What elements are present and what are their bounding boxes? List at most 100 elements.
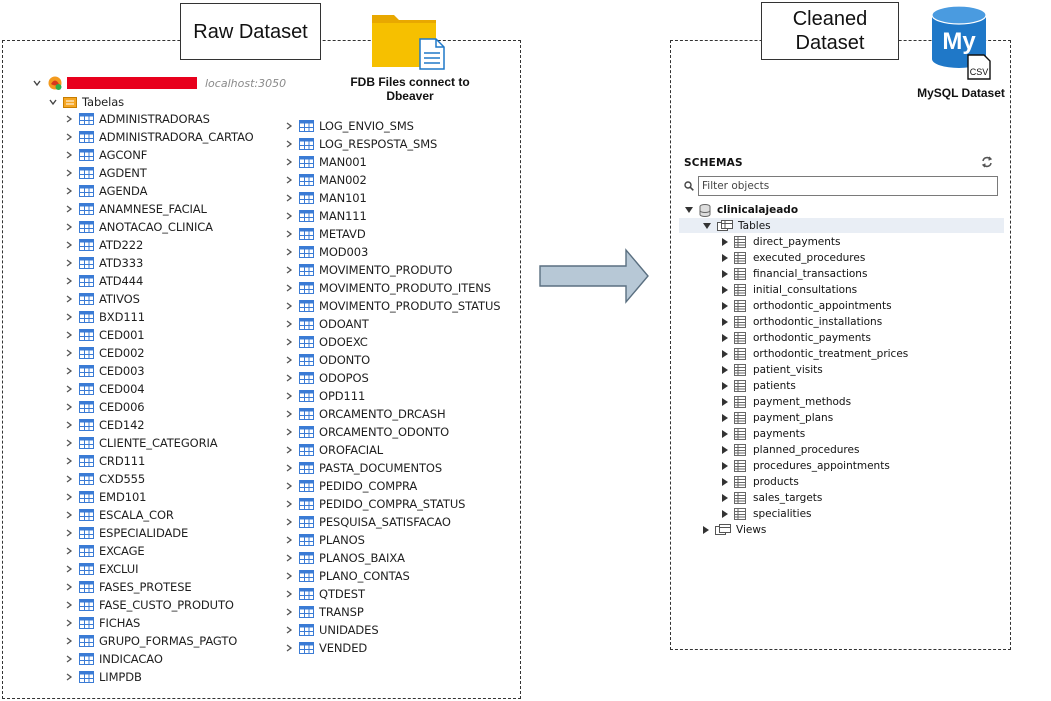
table-row[interactable]: FASE_CUSTO_PRODUTO (65, 596, 234, 614)
table-row[interactable]: CRD111 (65, 452, 145, 470)
table-row[interactable]: PASTA_DOCUMENTOS (285, 459, 442, 477)
table-row[interactable]: specialities (722, 506, 812, 522)
chevron-right-icon[interactable] (65, 655, 73, 663)
table-row[interactable]: OROFACIAL (285, 441, 383, 459)
expand-triangle-icon[interactable] (722, 510, 728, 518)
table-row[interactable]: PLANOS_BAIXA (285, 549, 405, 567)
chevron-down-icon[interactable] (49, 98, 57, 106)
chevron-right-icon[interactable] (285, 500, 293, 508)
chevron-right-icon[interactable] (285, 176, 293, 184)
table-row[interactable]: financial_transactions (722, 266, 867, 282)
chevron-right-icon[interactable] (285, 446, 293, 454)
chevron-down-icon[interactable] (33, 79, 41, 87)
table-row[interactable]: INDICACAO (65, 650, 163, 668)
chevron-right-icon[interactable] (285, 626, 293, 634)
table-row[interactable]: PEDIDO_COMPRA_STATUS (285, 495, 465, 513)
expand-triangle-icon[interactable] (722, 430, 728, 438)
table-row[interactable]: PESQUISA_SATISFACAO (285, 513, 451, 531)
table-row[interactable]: orthodontic_treatment_prices (722, 346, 908, 362)
table-row[interactable]: MOD003 (285, 243, 368, 261)
chevron-right-icon[interactable] (65, 565, 73, 573)
chevron-right-icon[interactable] (285, 554, 293, 562)
chevron-right-icon[interactable] (65, 367, 73, 375)
chevron-right-icon[interactable] (65, 295, 73, 303)
chevron-right-icon[interactable] (65, 637, 73, 645)
expand-triangle-icon[interactable] (722, 238, 728, 246)
table-row[interactable]: PLANO_CONTAS (285, 567, 410, 585)
expand-triangle-icon[interactable] (722, 446, 728, 454)
chevron-right-icon[interactable] (285, 356, 293, 364)
expand-triangle-icon[interactable] (722, 398, 728, 406)
table-row[interactable]: ESPECIALIDADE (65, 524, 188, 542)
table-row[interactable]: initial_consultations (722, 282, 857, 298)
chevron-right-icon[interactable] (65, 511, 73, 519)
chevron-right-icon[interactable] (285, 338, 293, 346)
chevron-right-icon[interactable] (65, 475, 73, 483)
chevron-right-icon[interactable] (285, 230, 293, 238)
chevron-right-icon[interactable] (285, 122, 293, 130)
chevron-right-icon[interactable] (65, 349, 73, 357)
table-row[interactable]: CED006 (65, 398, 145, 416)
table-row[interactable]: ATIVOS (65, 290, 140, 308)
table-row[interactable]: MOVIMENTO_PRODUTO_STATUS (285, 297, 501, 315)
expand-triangle-icon[interactable] (722, 334, 728, 342)
table-row[interactable]: payments (722, 426, 805, 442)
table-row[interactable]: QTDEST (285, 585, 365, 603)
expand-triangle-icon[interactable] (722, 414, 728, 422)
table-row[interactable]: LOG_ENVIO_SMS (285, 117, 414, 135)
table-row[interactable]: orthodontic_payments (722, 330, 871, 346)
chevron-right-icon[interactable] (65, 385, 73, 393)
table-row[interactable]: AGENDA (65, 182, 147, 200)
expand-triangle-icon[interactable] (722, 382, 728, 390)
table-row[interactable]: ODOEXC (285, 333, 368, 351)
chevron-right-icon[interactable] (65, 241, 73, 249)
chevron-right-icon[interactable] (65, 115, 73, 123)
chevron-right-icon[interactable] (65, 601, 73, 609)
table-row[interactable]: orthodontic_installations (722, 314, 882, 330)
table-row[interactable]: ATD222 (65, 236, 143, 254)
chevron-right-icon[interactable] (65, 151, 73, 159)
refresh-icon[interactable] (981, 156, 993, 168)
table-row[interactable]: EMD101 (65, 488, 147, 506)
table-row[interactable]: TRANSP (285, 603, 364, 621)
chevron-right-icon[interactable] (285, 194, 293, 202)
table-row[interactable]: MAN101 (285, 189, 367, 207)
chevron-right-icon[interactable] (285, 140, 293, 148)
table-row[interactable]: FASES_PROTESE (65, 578, 192, 596)
expand-triangle-icon[interactable] (703, 223, 711, 229)
table-row[interactable]: CED001 (65, 326, 145, 344)
chevron-right-icon[interactable] (285, 158, 293, 166)
expand-triangle-icon[interactable] (703, 526, 709, 534)
chevron-right-icon[interactable] (285, 212, 293, 220)
table-row[interactable]: ADMINISTRADORA_CARTAO (65, 128, 254, 146)
expand-triangle-icon[interactable] (722, 270, 728, 278)
chevron-right-icon[interactable] (285, 644, 293, 652)
table-row[interactable]: CLIENTE_CATEGORIA (65, 434, 218, 452)
table-row[interactable]: patients (722, 378, 796, 394)
chevron-right-icon[interactable] (285, 248, 293, 256)
views-node[interactable]: Views (703, 522, 766, 538)
table-row[interactable]: MAN001 (285, 153, 367, 171)
chevron-right-icon[interactable] (65, 259, 73, 267)
table-row[interactable]: ODOANT (285, 315, 369, 333)
filter-objects-input[interactable] (698, 176, 998, 196)
table-row[interactable]: ESCALA_COR (65, 506, 174, 524)
connection-node[interactable]: localhost:3050 (33, 74, 286, 92)
chevron-right-icon[interactable] (65, 277, 73, 285)
table-row[interactable]: CXD555 (65, 470, 145, 488)
table-row[interactable]: EXCAGE (65, 542, 145, 560)
chevron-right-icon[interactable] (285, 464, 293, 472)
table-row[interactable]: patient_visits (722, 362, 823, 378)
table-row[interactable]: LIMPDB (65, 668, 142, 686)
table-row[interactable]: EXCLUI (65, 560, 138, 578)
chevron-right-icon[interactable] (65, 133, 73, 141)
table-row[interactable]: ADMINISTRADORAS (65, 110, 210, 128)
chevron-right-icon[interactable] (285, 572, 293, 580)
chevron-right-icon[interactable] (285, 284, 293, 292)
expand-triangle-icon[interactable] (722, 350, 728, 358)
chevron-right-icon[interactable] (285, 536, 293, 544)
table-row[interactable]: ANAMNESE_FACIAL (65, 200, 207, 218)
chevron-right-icon[interactable] (65, 529, 73, 537)
chevron-right-icon[interactable] (65, 439, 73, 447)
table-row[interactable]: orthodontic_appointments (722, 298, 892, 314)
